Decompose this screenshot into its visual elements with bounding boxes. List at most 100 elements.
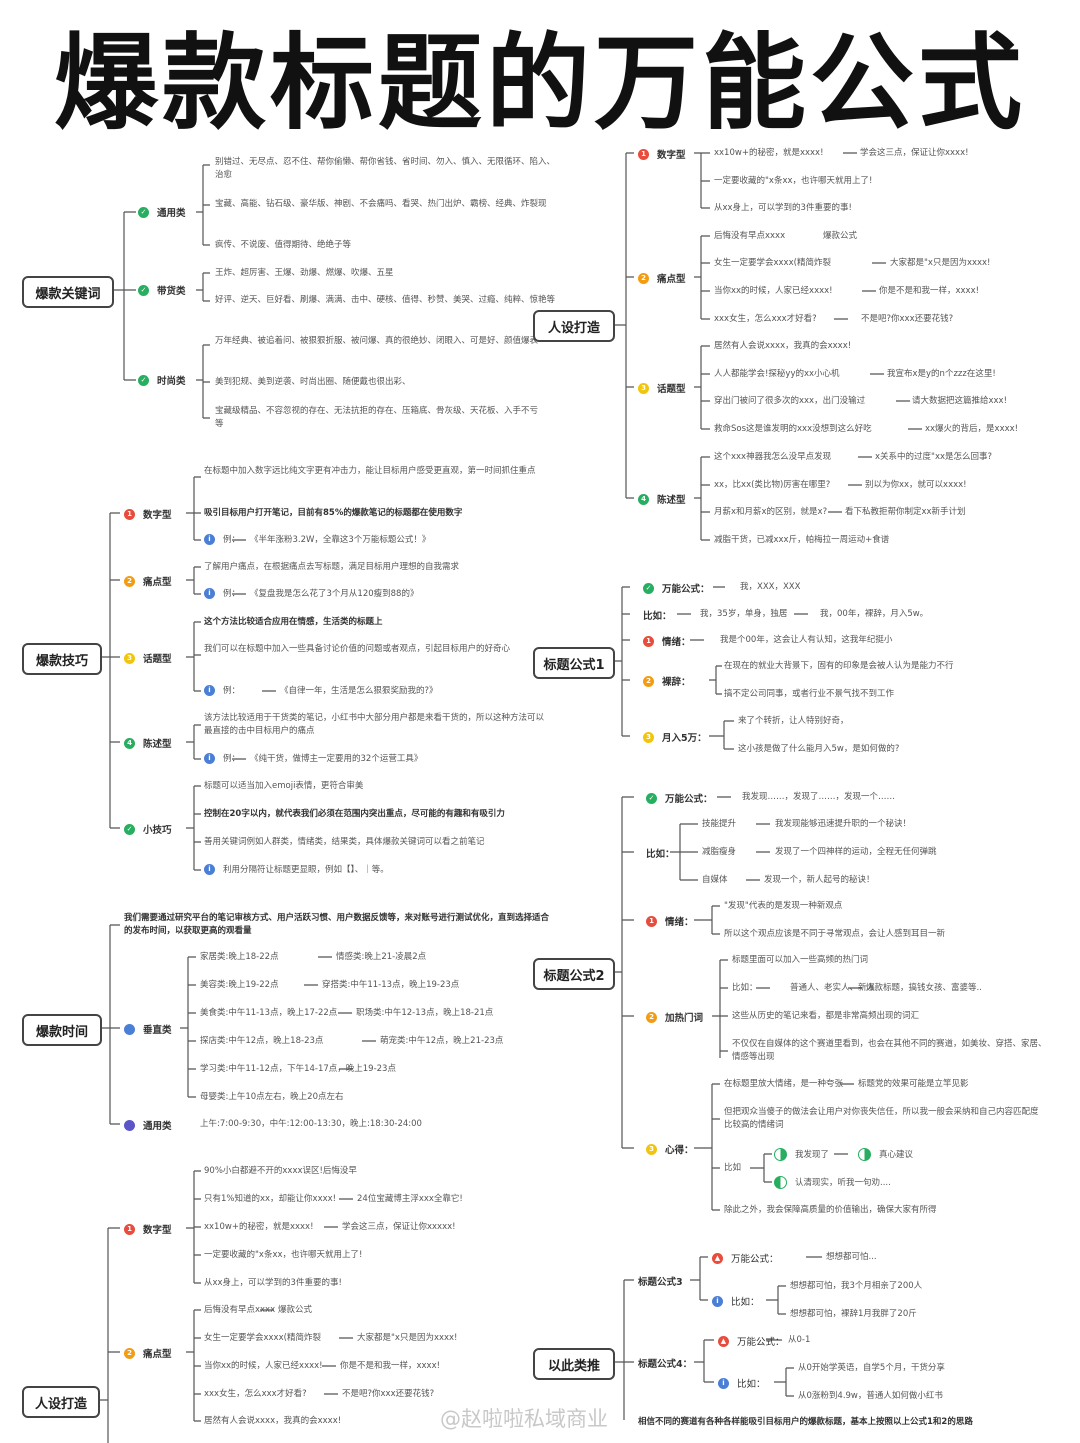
leaf-text: 从xx身上，可以学到的3件重要的事!	[714, 203, 852, 213]
leaf-text: 美到犯规、美到逆袭、时尚出圈、随便戴也很出彩、	[215, 377, 411, 387]
leaf-text: 减脂干货，已减xxx斤，帕梅拉一周运动+食谱	[714, 535, 890, 545]
node-time-root: 爆款时间	[22, 1014, 102, 1046]
leaf-text: 我是个00年，这会让人有认知，这我年纪挺小	[720, 635, 893, 645]
leaf-text: 穿出门被问了很多次的xxx，出门没输过	[714, 396, 866, 406]
node-formula2-universal: ✓万能公式：	[646, 791, 713, 805]
leaf-text: 除此之外，我会保障高质量的价值输出，确保大家有所得	[724, 1205, 937, 1215]
check-icon: ✓	[646, 792, 657, 804]
leaf-text: 宝藏级精品、不容忽视的存在、无法抗拒的存在、压箱底、骨灰级、天花板、入手不亏等	[215, 406, 539, 429]
leaf-text: 当你xx的时候，人家已经xxxx!	[714, 286, 833, 296]
check-icon: ✓	[124, 823, 135, 835]
leaf-text: 美食类:中午11-13点，晚上17-22点	[200, 1008, 338, 1018]
number-3-icon: 3	[124, 652, 135, 664]
leaf-text: 标题党的效果可能是立竿见影	[858, 1079, 969, 1089]
number-2-icon: 2	[124, 1347, 135, 1359]
leaf-text: xx，比xx(类比物)厉害在哪里?	[714, 480, 831, 490]
leaf-text: 人人都能学会!探秘yy的xx小心机	[714, 369, 840, 379]
number-4-icon: 4	[124, 737, 135, 749]
leaf-text: 发现一个，新人起号的秘诀！	[764, 875, 875, 885]
leaf-text: 自媒体	[702, 875, 728, 885]
leaf-text: 月薪x和月薪x的区别，就是x?	[714, 507, 828, 517]
leaf-text: 从0-1	[788, 1335, 811, 1345]
info-icon: i	[204, 753, 215, 764]
leaf-text: 了解用户痛点，在根据痛点去写标题，满足目标用户理想的自我需求	[204, 562, 460, 572]
leaf-text: 在标题里放大情绪，是一种夸张	[724, 1079, 844, 1089]
leaf-text: 爆款公式	[278, 1305, 313, 1315]
leaf-text: 这小孩是做了什么能月入5w，是如何做的?	[738, 744, 900, 754]
leaf-text: 来了个转折，让人特别好奇，	[738, 716, 849, 726]
leaf-item: 我发现了	[774, 1148, 829, 1162]
leaf-text: 疯传、不说废、值得期待、绝绝子等	[215, 240, 352, 250]
number-3-icon: 3	[646, 1143, 657, 1155]
leaf-text: 我，35岁，单身，独居	[700, 609, 788, 619]
leaf-text: 学会这三点，保证让你xxxxx!	[342, 1222, 456, 1232]
half-circle-icon	[858, 1148, 871, 1161]
leaf-text: 在标题中加入数字远比纯文字更有冲击力，能让目标用户感受更直观，第一时间抓住重点	[204, 466, 536, 476]
leaf-text: 24位宝藏博主浮xxx全靠它!	[357, 1194, 463, 1204]
leaf-text: xx10w+的秘密，就是xxxx!	[714, 148, 824, 158]
leaf-text: 请大数据把这篇推给xxx!	[912, 396, 1007, 406]
leaf-text: 相信不同的赛道有各种各样能吸引目标用户的爆款标题，基本上按照以上公式1和2的思路	[638, 1417, 973, 1427]
node-keywords-root: 爆款关键词	[22, 276, 114, 308]
leaf-text: 后悔没有早点xxxx	[714, 231, 786, 241]
leaf-text: 大家都是"x只是因为xxxx!	[890, 258, 991, 268]
leaf-text: 《复盘我是怎么花了3个月从120瘦到88的》	[250, 589, 419, 599]
leaf-text: 想想都可怕...	[826, 1252, 877, 1262]
number-1-icon: 1	[124, 508, 135, 520]
info-icon: i	[204, 685, 215, 696]
check-icon: ✓	[138, 206, 149, 218]
leaf-item: 认清现实，听我一句劝....	[774, 1176, 891, 1190]
leaf-text: 搞不定公司同事，或者行业不景气找不到工作	[724, 689, 895, 699]
node-formula1-root: 标题公式1	[533, 647, 615, 679]
leaf-text: 萌宠类:中午12点，晚上21-23点	[380, 1036, 504, 1046]
leaf-text: 情感类:晚上21-凌晨2点	[336, 952, 427, 962]
leaf-text: 比如：	[732, 983, 758, 993]
leaf-item: 真心建议	[858, 1148, 913, 1162]
leaf-text: 看下私教拒帮你制定xx新手计划	[845, 507, 966, 517]
check-icon: ✓	[643, 582, 654, 594]
leaf-text: 后悔没有早点xxxx	[204, 1305, 276, 1315]
number-2-icon: 2	[638, 272, 649, 284]
leaf-text: 爆款标题，搞钱女孩、富婆等..	[866, 983, 982, 993]
leaf-text: 你是不是和我一样，xxxx!	[340, 1361, 441, 1371]
leaf-text: 比如	[724, 1163, 742, 1173]
leaf-text: 减脂瘦身	[702, 847, 737, 857]
number-2-icon: 2	[643, 675, 654, 687]
leaf-text: 控制在20字以内，就代表我们必须在范围内突出重点，尽可能的有趣和有吸引力	[204, 809, 505, 819]
leaf-text: 学习类:中午11-12点，下午14-17点，晚上19-23点	[200, 1064, 396, 1074]
node-formula1-universal: ✓万能公式：	[643, 581, 710, 595]
node-formula4: 标题公式4：	[638, 1359, 693, 1370]
leaf-text: 我宣布x是y的n个zzz在这里!	[887, 369, 996, 379]
leaf-text: 你是不是和我一样，xxxx!	[879, 286, 980, 296]
node-keywords-fashion: ✓时尚类	[138, 373, 186, 387]
leaf-text: 该方法比较适用于干货类的笔记，小红书中大部分用户都是来看干货的，所以这种方法可以…	[204, 713, 545, 736]
node-analogy-root: 以此类推	[533, 1348, 615, 1380]
leaf-text: 普通人、老实人、新人	[790, 983, 876, 993]
node-keywords-general: ✓通用类	[138, 205, 186, 219]
node-formula2-root: 标题公式2	[533, 958, 615, 990]
leaf-text: 《半年涨粉3.2W，全靠这3个万能标题公式！》	[250, 535, 431, 545]
alert-icon: ▲	[718, 1335, 729, 1347]
leaf-text: 我，XXX，XXX	[740, 582, 801, 592]
leaf-text: 但把观众当傻子的做法会让用户对你丧失信任，所以我一般会采纳和自己内容匹配度比较高…	[724, 1107, 1039, 1130]
leaf-text: 穿搭类:中午11-13点，晚上19-23点	[322, 980, 460, 990]
leaf-text: xx10w+的秘密，就是xxxx!	[204, 1222, 314, 1232]
leaf-text: 万年经典、被追着问、被狠狠折服、被问爆、真的很绝妙、闭眼入、可是好、颜值爆表	[215, 336, 539, 346]
leaf-text: "发现"代表的是发现一种新观点	[724, 901, 843, 911]
leaf-text: 我们需要通过研究平台的笔记审核方式、用户活跃习惯、用户数据反馈等，来对账号进行测…	[124, 913, 550, 936]
leaf-text: 一定要收藏的"x条xx，也许哪天就用上了!	[204, 1250, 363, 1260]
leaf-text: 在现在的就业大背景下，固有的印象是会被人认为是能力不行	[724, 661, 954, 671]
leaf-text: 我们可以在标题中加入一些具备讨论价值的问题或者观点，引起目标用户的好奇心	[204, 644, 511, 654]
circle-icon	[124, 1119, 135, 1131]
leaf-text: 这个方法比较适合应用在情感，生活类的标题上	[204, 617, 383, 627]
number-1-icon: 1	[638, 148, 649, 160]
